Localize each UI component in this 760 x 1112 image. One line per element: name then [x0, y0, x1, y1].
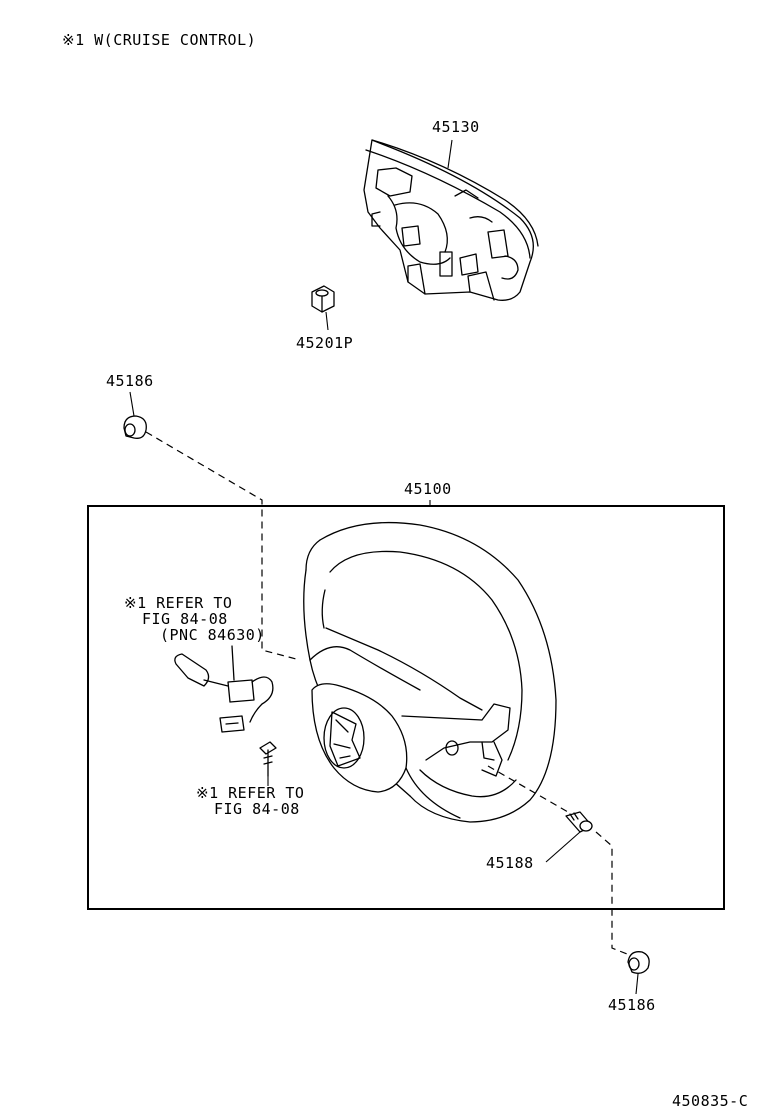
wheel-assembly-frame — [87, 505, 725, 910]
ref-screw-line1: ※1 REFER TO — [196, 784, 304, 802]
bolt-icon — [565, 811, 593, 833]
cruise-switch-icon — [174, 645, 274, 733]
cap-bottom-leader — [635, 973, 639, 995]
cap-bottom-dashline — [595, 831, 633, 957]
figure-code: 450835-C — [672, 1092, 748, 1110]
part-label-45186-bottom: 45186 — [608, 996, 656, 1014]
ref-switch-line2: FIG 84-08 — [142, 610, 228, 628]
pad-leader — [447, 139, 453, 169]
nut-icon — [311, 285, 335, 313]
bolt-leader — [545, 831, 581, 863]
ref-screw-line2: FIG 84-08 — [214, 800, 300, 818]
cap-top-leader — [129, 391, 135, 417]
steering-wheel-icon — [303, 521, 557, 823]
nut-leader — [325, 311, 329, 331]
part-label-45130: 45130 — [432, 118, 480, 136]
ref-switch-line1: ※1 REFER TO — [124, 594, 232, 612]
cap-top-dashline — [145, 431, 301, 661]
ref-switch-line3: (PNC 84630) — [160, 626, 265, 644]
part-label-45188: 45188 — [486, 854, 534, 872]
part-label-45201P: 45201P — [296, 334, 353, 352]
bolt-dashline — [487, 765, 569, 813]
cap-bottom-icon — [627, 951, 650, 974]
screw-icon — [259, 741, 277, 777]
header-note: ※1 W(CRUISE CONTROL) — [62, 31, 256, 49]
part-label-45100: 45100 — [404, 480, 452, 498]
cap-top-icon — [123, 415, 147, 439]
part-label-45186-top: 45186 — [106, 372, 154, 390]
horn-pad-assembly — [363, 139, 539, 301]
